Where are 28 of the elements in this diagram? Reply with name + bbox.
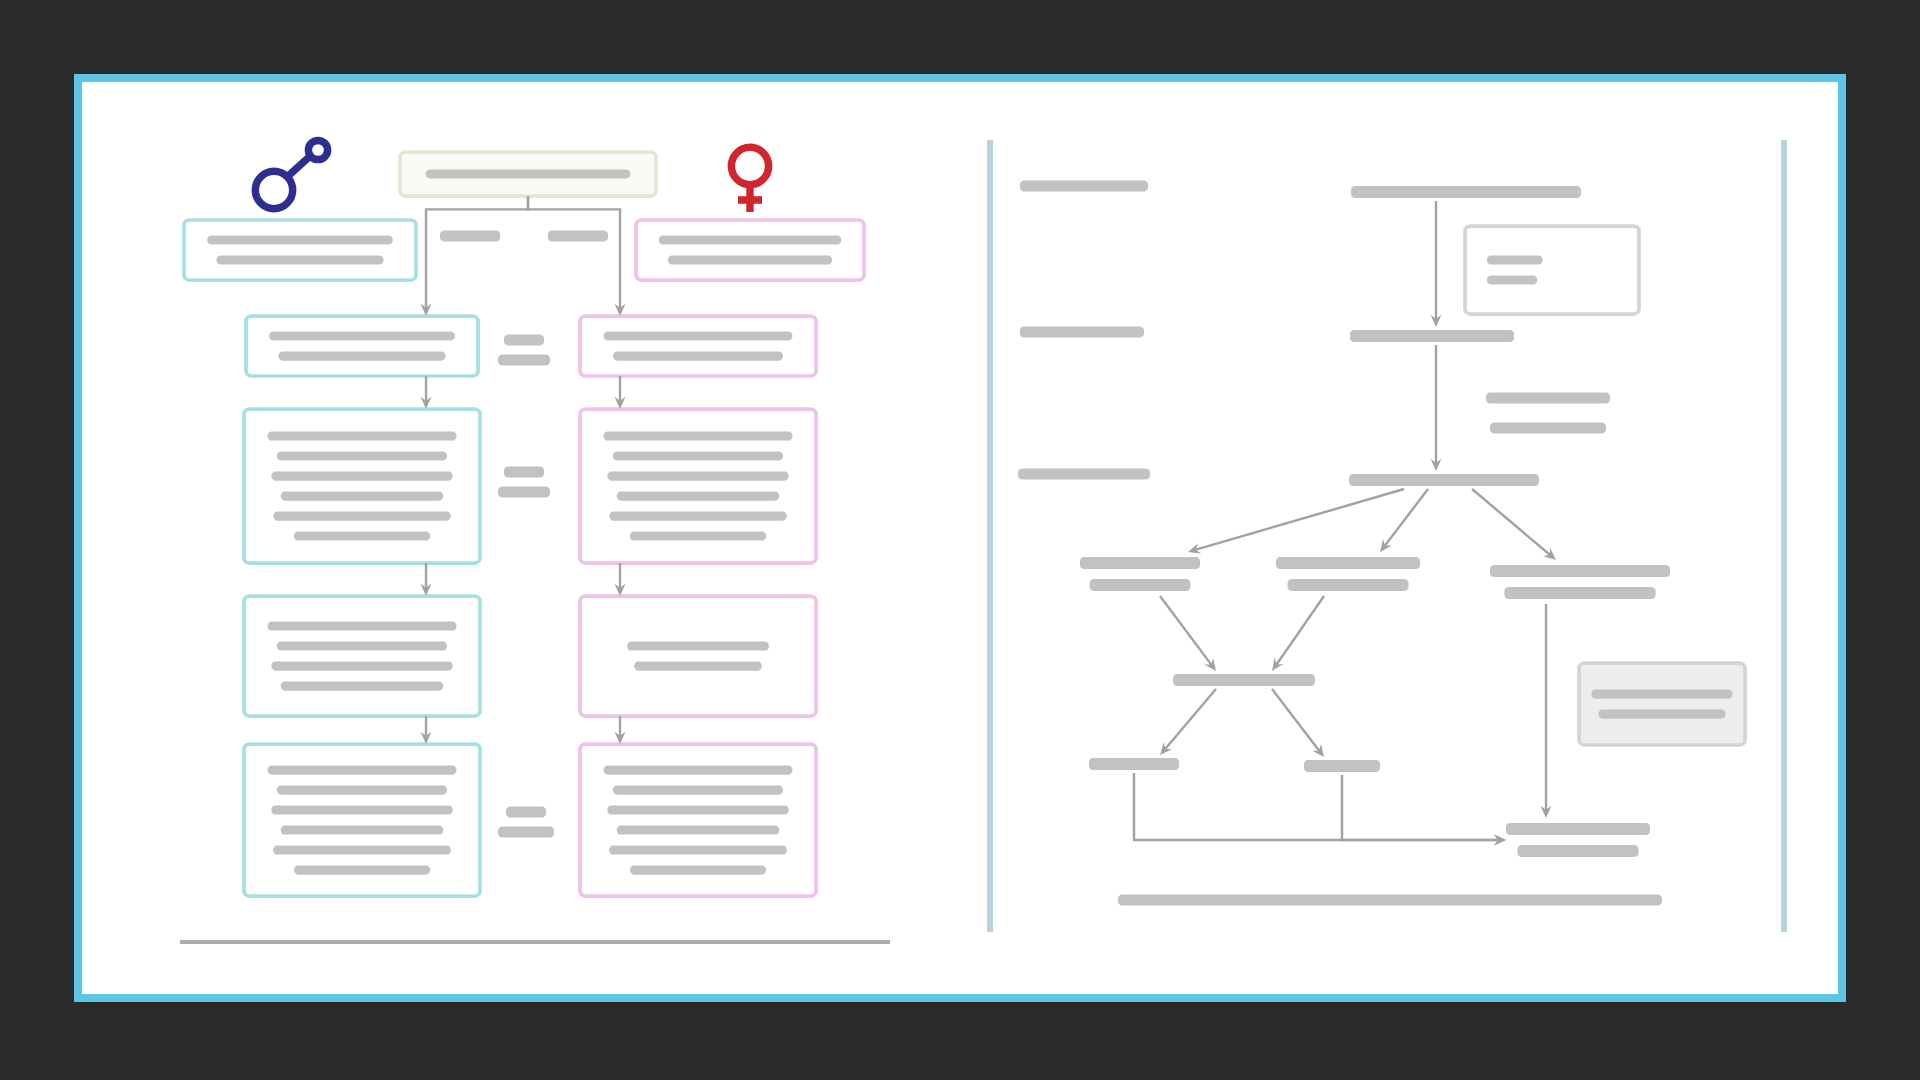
process-box	[578, 742, 818, 898]
note-box	[1463, 224, 1641, 316]
blurred-text	[1276, 557, 1420, 591]
blurred-text	[1490, 565, 1670, 599]
blurred-text	[1506, 823, 1650, 858]
process-box	[242, 407, 482, 565]
arrow	[1160, 688, 1217, 755]
process-box	[398, 150, 658, 198]
process-box	[578, 594, 818, 718]
arrow	[1271, 688, 1324, 757]
arrow	[1471, 488, 1556, 560]
blurred-text	[1304, 760, 1380, 772]
process-box	[182, 218, 418, 282]
process-box	[578, 314, 818, 378]
process-box	[634, 218, 866, 282]
note-box	[1577, 661, 1747, 747]
arrow	[1380, 488, 1429, 552]
process-box	[242, 742, 482, 898]
blurred-text	[1350, 330, 1514, 342]
blurred-text	[1089, 758, 1179, 770]
blurred-text	[1351, 186, 1582, 198]
process-box	[244, 314, 480, 378]
process-box	[578, 407, 818, 565]
arrow	[1159, 595, 1216, 671]
process-box	[242, 594, 482, 718]
blurred-text	[1349, 474, 1539, 486]
blurred-text	[1080, 557, 1200, 591]
blurred-text	[1173, 674, 1315, 686]
